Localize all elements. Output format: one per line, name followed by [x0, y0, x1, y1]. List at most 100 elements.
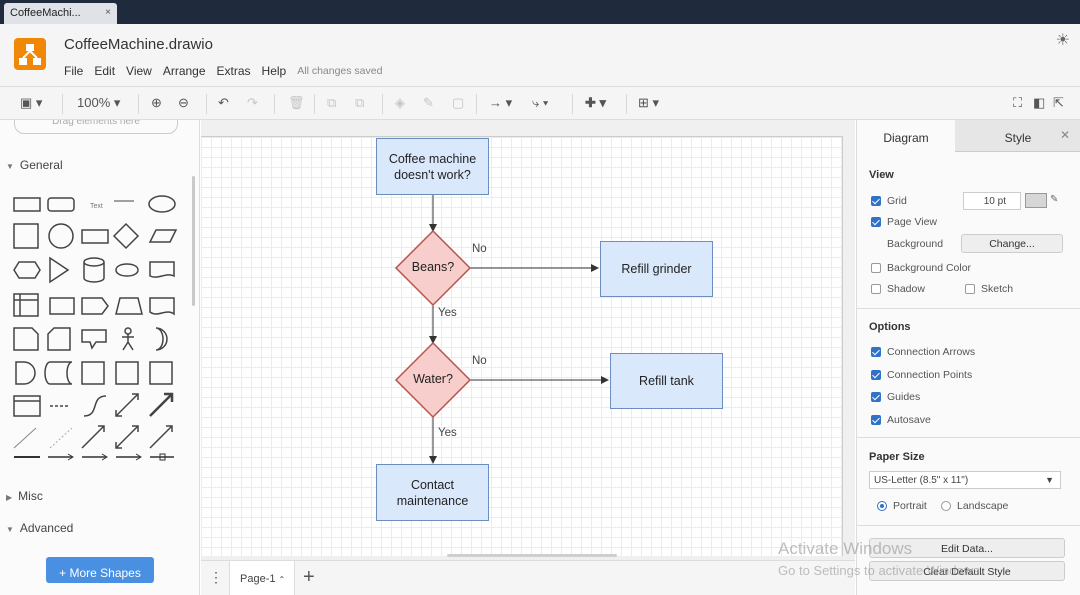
close-panel-icon[interactable]: ✕ — [1059, 128, 1070, 142]
delete-icon[interactable]: 🗑 — [288, 95, 305, 110]
tab-diagram[interactable]: Diagram — [857, 120, 955, 152]
cube-shape[interactable] — [49, 297, 75, 315]
grid-size-input[interactable]: 10 pt — [963, 192, 1021, 210]
directional-connector-shape[interactable] — [149, 425, 173, 449]
document-shape[interactable] — [149, 261, 175, 278]
decision-water-shape[interactable] — [394, 341, 472, 419]
internal-storage-shape[interactable] — [13, 293, 39, 317]
diagram-page[interactable] — [201, 136, 843, 556]
diagram-canvas[interactable]: Coffee machine doesn't work? Beans? Wate… — [201, 120, 855, 560]
actor-shape[interactable] — [124, 327, 132, 335]
zoom-select[interactable]: 100% ▾ — [77, 95, 121, 110]
stored-data-shape[interactable] — [44, 361, 73, 385]
connection-arrows-checkbox[interactable] — [871, 347, 881, 357]
node-refill-grinder[interactable]: Refill grinder — [600, 241, 713, 297]
portrait-radio[interactable] — [877, 501, 887, 511]
node-contact-maintenance[interactable]: Contact maintenance — [376, 464, 489, 521]
card-shape[interactable] — [47, 327, 71, 351]
ellipse-shape[interactable] — [148, 195, 176, 213]
file-title[interactable]: CoffeeMachine.drawio — [64, 36, 213, 53]
node-start[interactable]: Coffee machine doesn't work? — [376, 138, 489, 195]
fill-color-icon[interactable]: ◈ — [395, 95, 405, 110]
menu-edit[interactable]: Edit — [94, 64, 116, 78]
landscape-radio[interactable] — [941, 501, 951, 511]
cloud-shape[interactable] — [115, 263, 139, 277]
menu-file[interactable]: File — [64, 64, 84, 78]
tab-style[interactable]: Style — [955, 120, 1080, 152]
general-shapes-palette[interactable]: Text — [10, 190, 182, 460]
autosave-checkbox[interactable] — [871, 415, 881, 425]
fullscreen-icon[interactable]: ⛶ — [1013, 95, 1023, 110]
menu-help[interactable]: Help — [261, 64, 287, 78]
connector-styles-palette[interactable] — [10, 451, 182, 463]
frame-shape[interactable] — [115, 361, 139, 385]
table-icon[interactable]: ⊞ ▾ — [638, 95, 660, 110]
bidirectional-arrow-shape[interactable] — [115, 393, 139, 417]
zoom-out-icon[interactable]: ⊖ — [178, 95, 189, 110]
page-menu-icon[interactable]: ⋮ — [209, 569, 223, 585]
double-arrow-shape[interactable] — [115, 425, 139, 449]
clear-default-style-button[interactable]: Clear Default Style — [869, 561, 1065, 581]
theme-sun-icon[interactable]: ☀ — [1055, 32, 1070, 49]
connection-style-icon[interactable]: → ▾ — [489, 95, 513, 110]
landscape-option[interactable]: Landscape — [941, 500, 1008, 512]
section-advanced[interactable]: ▼Advanced — [6, 521, 73, 535]
line-shape[interactable] — [13, 427, 37, 449]
connection-points-option[interactable]: Connection Points — [871, 369, 972, 381]
triangle-shape[interactable] — [49, 256, 70, 284]
format-panel-icon[interactable]: ▣ ▾ — [20, 95, 43, 110]
document-tab[interactable]: CoffeeMachi... × — [4, 3, 117, 24]
shadow-icon[interactable]: ▢ — [452, 95, 465, 110]
circle-shape[interactable] — [48, 223, 74, 249]
sidebar-scrollbar[interactable] — [192, 176, 195, 306]
zoom-in-icon[interactable]: ⊕ — [151, 95, 162, 110]
page-view-option[interactable]: Page View — [871, 216, 937, 228]
background-color-option[interactable]: Background Color — [871, 262, 971, 274]
grid-checkbox[interactable] — [871, 196, 881, 206]
or-shape[interactable] — [155, 327, 168, 351]
connection-arrows-option[interactable]: Connection Arrows — [871, 346, 975, 358]
connection-points-checkbox[interactable] — [871, 370, 881, 380]
rectangle-shape[interactable] — [13, 197, 41, 212]
grid-option[interactable]: Grid — [871, 195, 907, 207]
more-shapes-button[interactable]: + More Shapes — [46, 557, 154, 583]
page-caret-icon[interactable]: ⌃ — [278, 575, 286, 584]
change-background-button[interactable]: Change... — [961, 234, 1063, 253]
autosave-option[interactable]: Autosave — [871, 414, 931, 426]
page-view-checkbox[interactable] — [871, 217, 881, 227]
rounded-rectangle-shape[interactable] — [47, 197, 75, 212]
redo-icon[interactable]: ↷ — [247, 95, 258, 110]
section-misc[interactable]: ▶Misc — [6, 489, 43, 503]
menu-view[interactable]: View — [126, 64, 152, 78]
cylinder-shape[interactable] — [83, 257, 105, 283]
drag-elements-area[interactable]: Drag elements here — [14, 120, 178, 134]
node-refill-tank[interactable]: Refill tank — [610, 353, 723, 409]
diamond-shape[interactable] — [112, 222, 140, 250]
container-shape[interactable] — [149, 361, 173, 385]
hexagon-shape[interactable] — [13, 261, 41, 279]
to-back-icon[interactable]: ⧉ — [355, 95, 365, 110]
callout-shape[interactable] — [81, 329, 107, 350]
to-front-icon[interactable]: ⧉ — [327, 95, 337, 110]
dashed-line-shape[interactable] — [49, 427, 73, 449]
guides-option[interactable]: Guides — [871, 391, 920, 403]
process-shape[interactable] — [81, 229, 109, 244]
square-shape[interactable] — [13, 223, 39, 249]
paper-size-select[interactable]: US-Letter (8.5" x 11")▼ — [869, 471, 1061, 489]
shadow-option[interactable]: Shadow — [871, 283, 925, 295]
edit-data-button[interactable]: Edit Data... — [869, 538, 1065, 558]
swimlane-shape[interactable] — [13, 395, 41, 417]
parallelogram-shape[interactable] — [148, 229, 178, 243]
decision-beans-shape[interactable] — [394, 229, 472, 307]
menu-extras[interactable]: Extras — [216, 64, 251, 78]
canvas-horizontal-scrollbar[interactable] — [447, 554, 617, 557]
menu-arrange[interactable]: Arrange — [162, 64, 206, 78]
eyedropper-icon[interactable]: ✎ — [1050, 194, 1059, 205]
insert-plus-icon[interactable]: ✚ ▾ — [585, 95, 607, 110]
shadow-checkbox[interactable] — [871, 284, 881, 294]
thick-arrow-shape[interactable] — [149, 392, 174, 417]
step-shape[interactable] — [81, 297, 109, 315]
guides-checkbox[interactable] — [871, 392, 881, 402]
delay-shape[interactable] — [15, 361, 36, 385]
toggle-panel-icon[interactable]: ◧ — [1033, 95, 1046, 110]
